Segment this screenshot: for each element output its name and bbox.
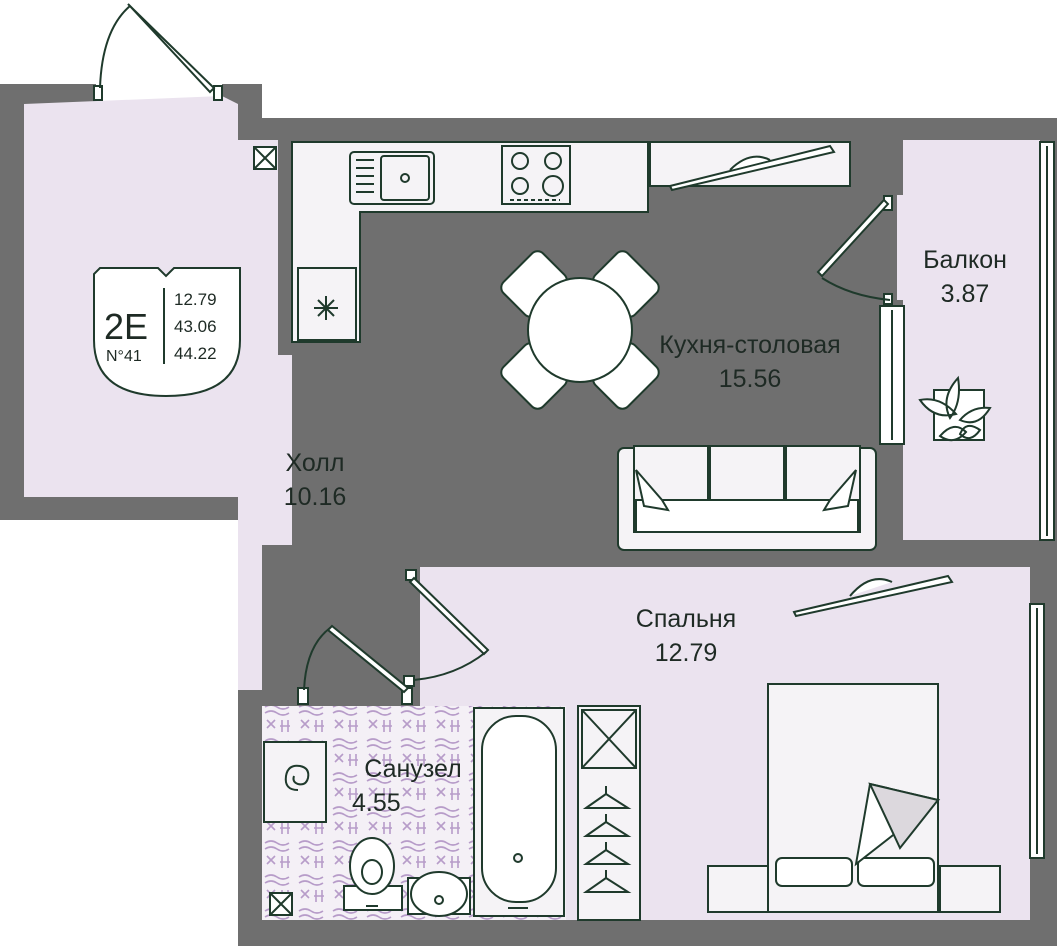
dining-table [500, 250, 660, 410]
room-label-hall: Холл 10.16 [250, 446, 380, 514]
room-name: Холл [285, 449, 345, 477]
sofa [617, 445, 877, 551]
room-area: 4.55 [352, 789, 401, 817]
bedroom-door [403, 569, 490, 687]
area-value: 12.79 [174, 290, 217, 309]
balcony-door [816, 195, 905, 445]
room-name: Санузел [364, 755, 462, 783]
wardrobe [577, 705, 641, 921]
entrance-door [93, 3, 223, 101]
bedroom-window [1029, 603, 1045, 859]
room-name: Спальня [635, 605, 737, 633]
vent-shaft-icon [253, 146, 277, 170]
balcony-window [1039, 141, 1055, 541]
bedroom-ceiling-lamp-icon [792, 574, 954, 618]
bed [707, 683, 1001, 913]
cooktop-icon [501, 145, 571, 205]
room-area: 3.87 [940, 280, 990, 308]
room-label-bedroom: Спальня 12.79 [606, 602, 766, 670]
balcony-floor [903, 140, 1040, 540]
kitchen-ceiling-lamp-icon [668, 144, 836, 192]
wall-kitchen-balcony [877, 140, 903, 195]
apartment-type-code: 2E [104, 306, 149, 347]
area-value: 43.06 [174, 317, 217, 336]
room-label-bathroom: Санузел 4.55 [338, 752, 488, 820]
badge-shape [93, 267, 241, 398]
wall-hall-divider [278, 140, 292, 355]
bathtub [473, 707, 565, 917]
apartment-badge: 2E N°41 12.79 43.06 44.22 [92, 266, 242, 398]
apartment-area-values: 12.79 43.06 44.22 [174, 286, 217, 367]
bathroom-door [297, 624, 413, 705]
hanger-icon [582, 786, 632, 893]
room-label-balcony: Балкон 3.87 [900, 243, 1030, 311]
bathroom-sink [407, 871, 471, 917]
kitchen-counter [291, 141, 851, 343]
area-value: 44.22 [174, 344, 217, 363]
wall-bedroom-top [408, 545, 1055, 567]
apartment-number: N°41 [106, 348, 142, 365]
room-area: 15.56 [718, 365, 782, 393]
room-name: Кухня-столовая [659, 331, 841, 359]
room-area: 10.16 [283, 483, 347, 511]
plant-icon [918, 375, 992, 442]
washing-machine [263, 741, 327, 823]
room-label-kitchen: Кухня-столовая 15.56 [630, 328, 870, 396]
vent-shaft-icon [269, 892, 293, 916]
room-area: 12.79 [654, 639, 718, 667]
room-name: Балкон [923, 246, 1007, 274]
toilet [343, 837, 403, 911]
